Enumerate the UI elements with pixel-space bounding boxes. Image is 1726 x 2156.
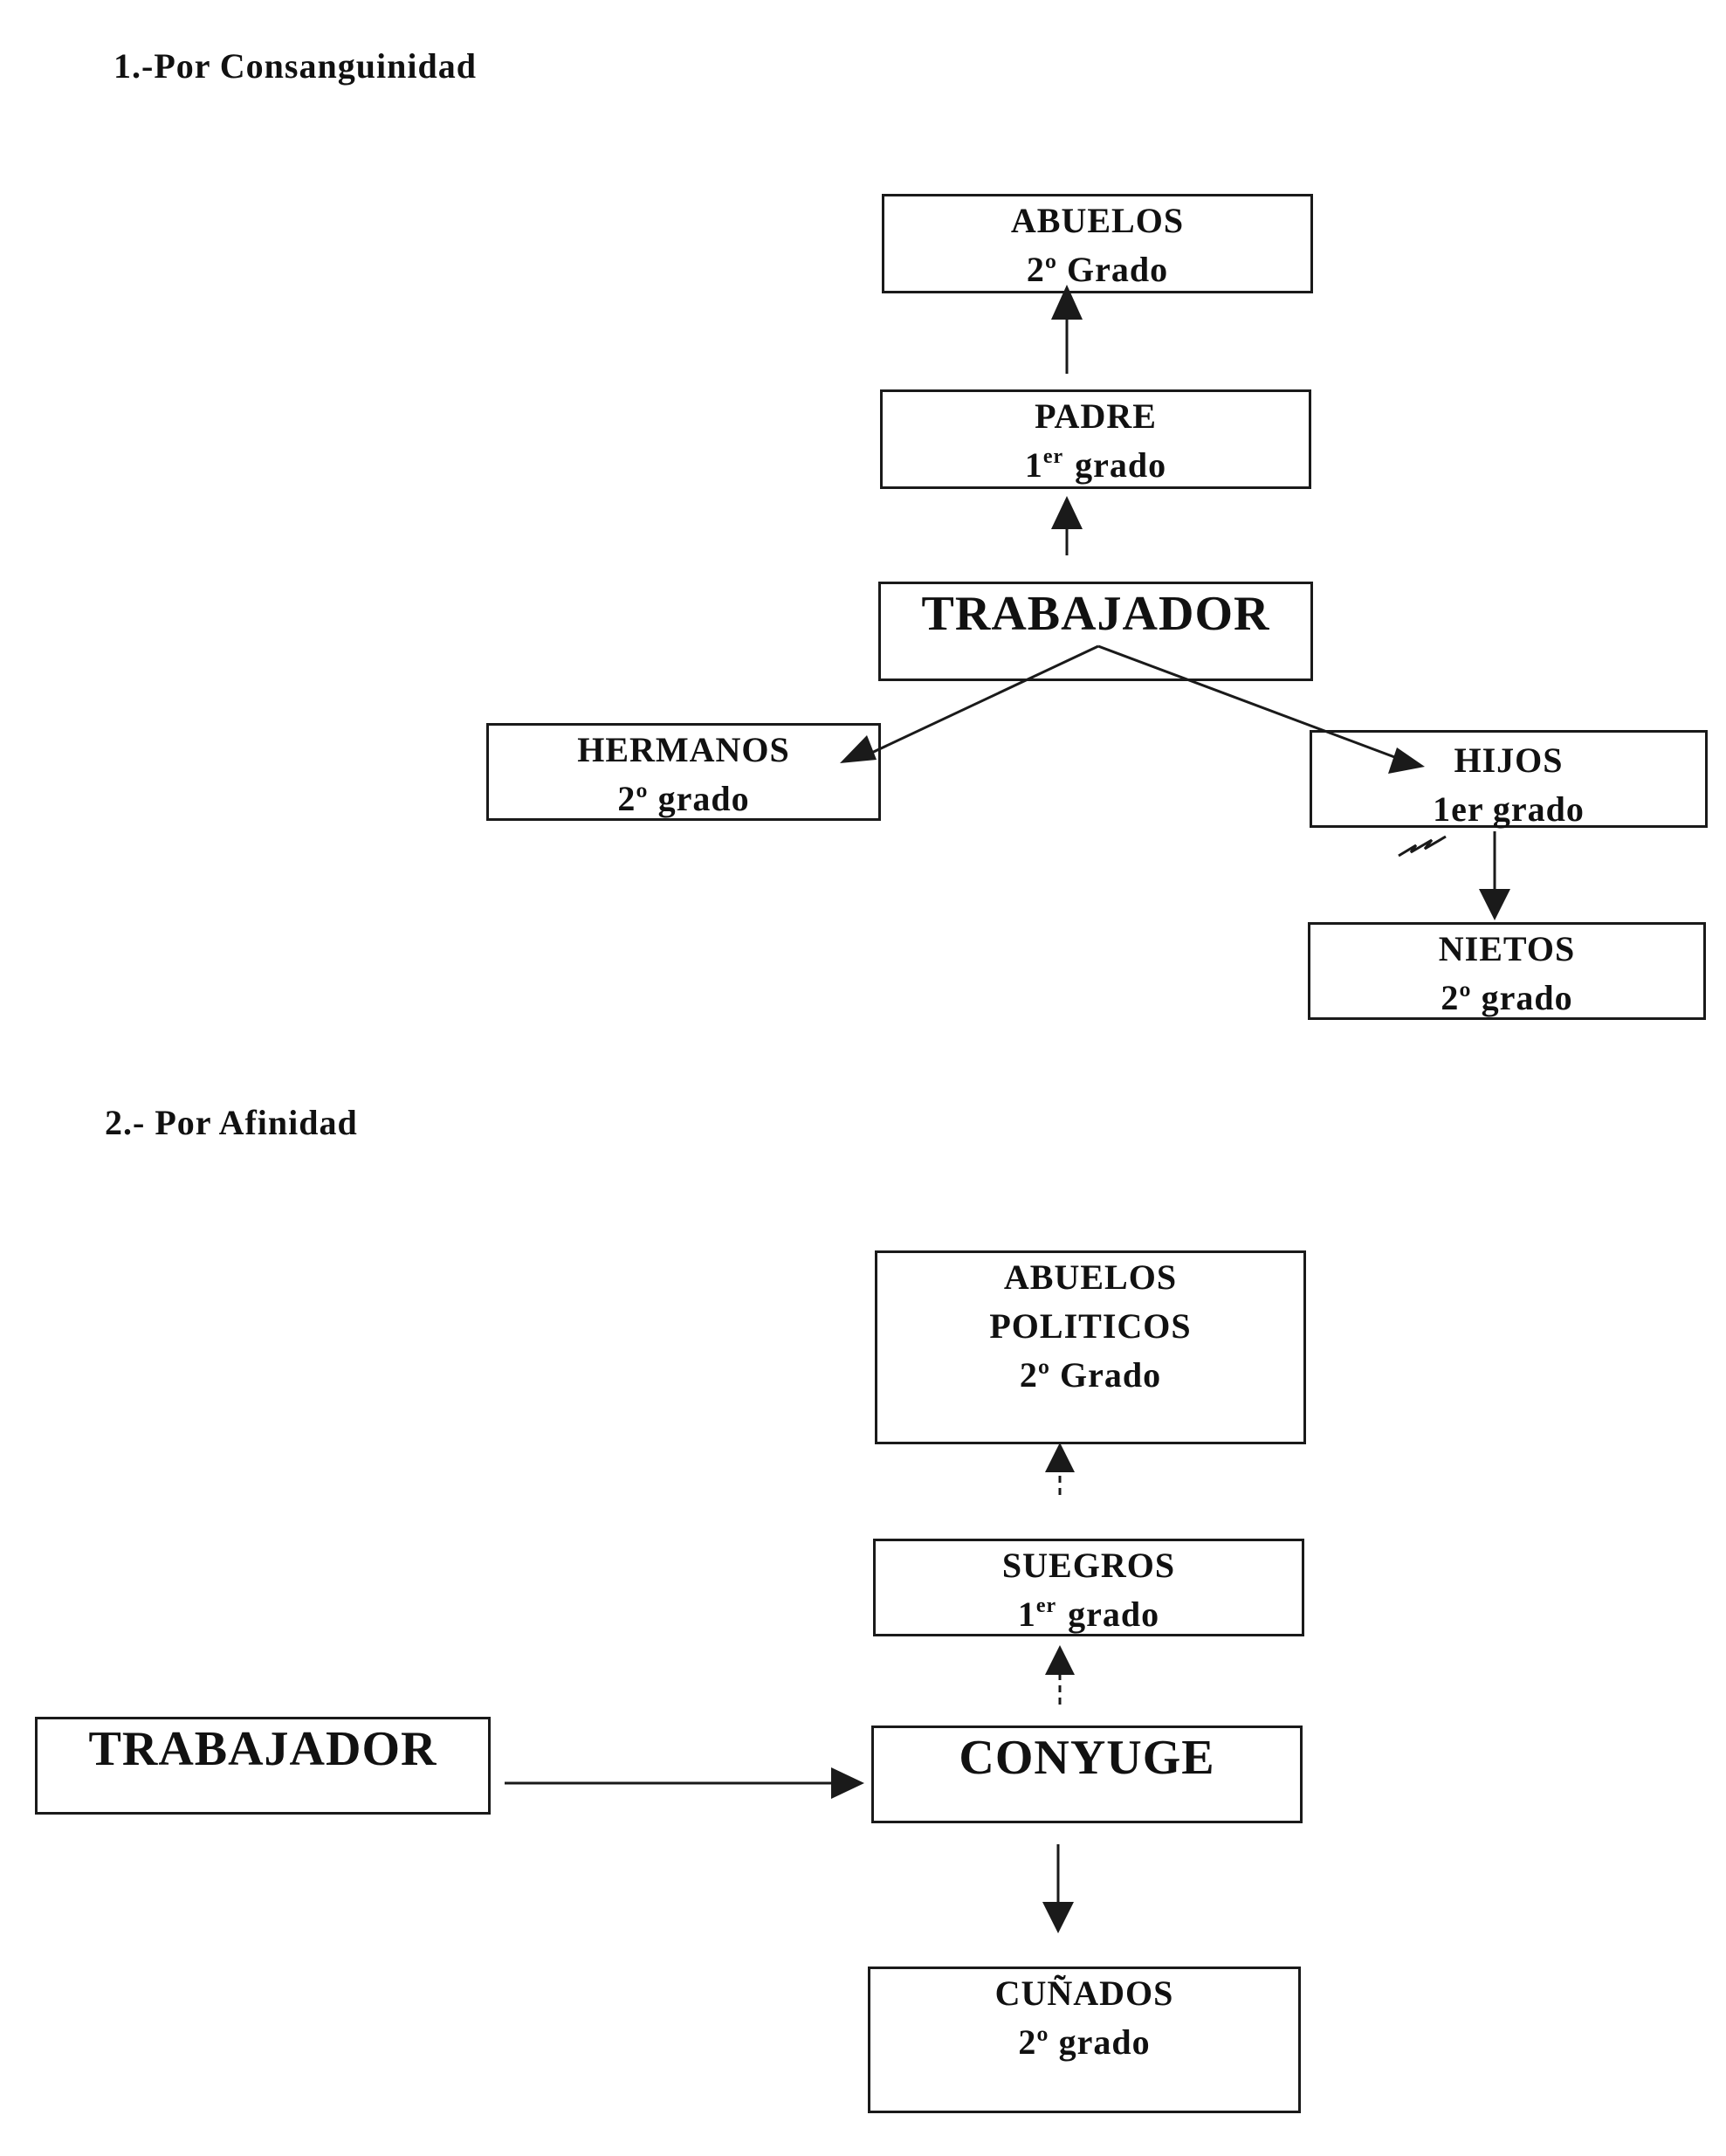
section-title-consanguinidad: 1.-Por Consanguinidad: [113, 46, 477, 86]
node-abuelos-politicos-name-2: POLITICOS: [989, 1306, 1192, 1346]
edge-trabajador-to-padre: [1051, 496, 1083, 555]
node-hermanos-grade: 2º grado: [617, 779, 750, 818]
node-trabajador-2-name: TRABAJADOR: [88, 1722, 437, 1776]
edge-conyuge-to-suegros: [1045, 1645, 1075, 1705]
node-suegros: SUEGROS 1er grado: [873, 1539, 1304, 1636]
node-suegros-grade: 1er grado: [876, 1590, 1302, 1639]
node-hijos-grade: 1er grado: [1433, 789, 1585, 829]
node-abuelos-politicos-grade: 2º Grado: [1019, 1355, 1162, 1395]
edge-conyuge-to-cunados: [1042, 1844, 1074, 1933]
node-padre: PADRE 1er grado: [880, 389, 1311, 489]
node-cunados: CUÑADOS 2º grado: [868, 1967, 1301, 2113]
edge-trabajador-to-conyuge: [505, 1767, 864, 1799]
edge-suegros-to-abuelos-politicos: [1045, 1443, 1075, 1495]
node-hermanos: HERMANOS 2º grado: [486, 723, 881, 821]
node-suegros-grade-num: 1: [1017, 1595, 1036, 1634]
node-hijos: HIJOS 1er grado: [1310, 730, 1708, 829]
node-padre-grade: 1er grado: [883, 441, 1309, 490]
node-abuelos-politicos: ABUELOS POLITICOS 2º Grado: [875, 1250, 1306, 1444]
node-padre-grade-sup: er: [1042, 445, 1064, 468]
node-suegros-name: SUEGROS: [1001, 1546, 1176, 1585]
section-title-afinidad: 2.- Por Afinidad: [105, 1103, 358, 1142]
node-abuelos-politicos-name-1: ABUELOS: [1003, 1257, 1178, 1297]
node-abuelos-name: ABUELOS: [1010, 201, 1185, 240]
node-padre-name: PADRE: [1035, 396, 1157, 436]
node-padre-grade-word: grado: [1075, 445, 1167, 485]
node-hermanos-name: HERMANOS: [577, 730, 790, 769]
node-hijos-name: HIJOS: [1454, 740, 1564, 780]
node-nietos-name: NIETOS: [1438, 929, 1576, 968]
node-trabajador-1-name: TRABAJADOR: [921, 587, 1270, 641]
node-trabajador-1: TRABAJADOR: [878, 582, 1313, 681]
node-suegros-grade-sup: er: [1035, 1595, 1057, 1617]
scribble-mark: [1398, 835, 1447, 858]
node-abuelos: ABUELOS 2º Grado: [882, 194, 1313, 293]
node-conyuge: CONYUGE: [871, 1725, 1303, 1823]
node-nietos-grade: 2º grado: [1441, 978, 1573, 1017]
edge-hijos-to-nietos: [1479, 831, 1510, 920]
node-padre-grade-num: 1: [1024, 445, 1043, 485]
node-cunados-grade: 2º grado: [1018, 2022, 1151, 2062]
node-abuelos-grade: 2º Grado: [1026, 250, 1169, 289]
node-conyuge-name: CONYUGE: [959, 1731, 1215, 1785]
node-cunados-name: CUÑADOS: [994, 1973, 1174, 2013]
node-trabajador-2: TRABAJADOR: [35, 1717, 491, 1815]
edge-padre-to-abuelos: [1051, 285, 1083, 374]
node-nietos: NIETOS 2º grado: [1308, 922, 1706, 1020]
node-suegros-grade-word: grado: [1068, 1595, 1160, 1634]
